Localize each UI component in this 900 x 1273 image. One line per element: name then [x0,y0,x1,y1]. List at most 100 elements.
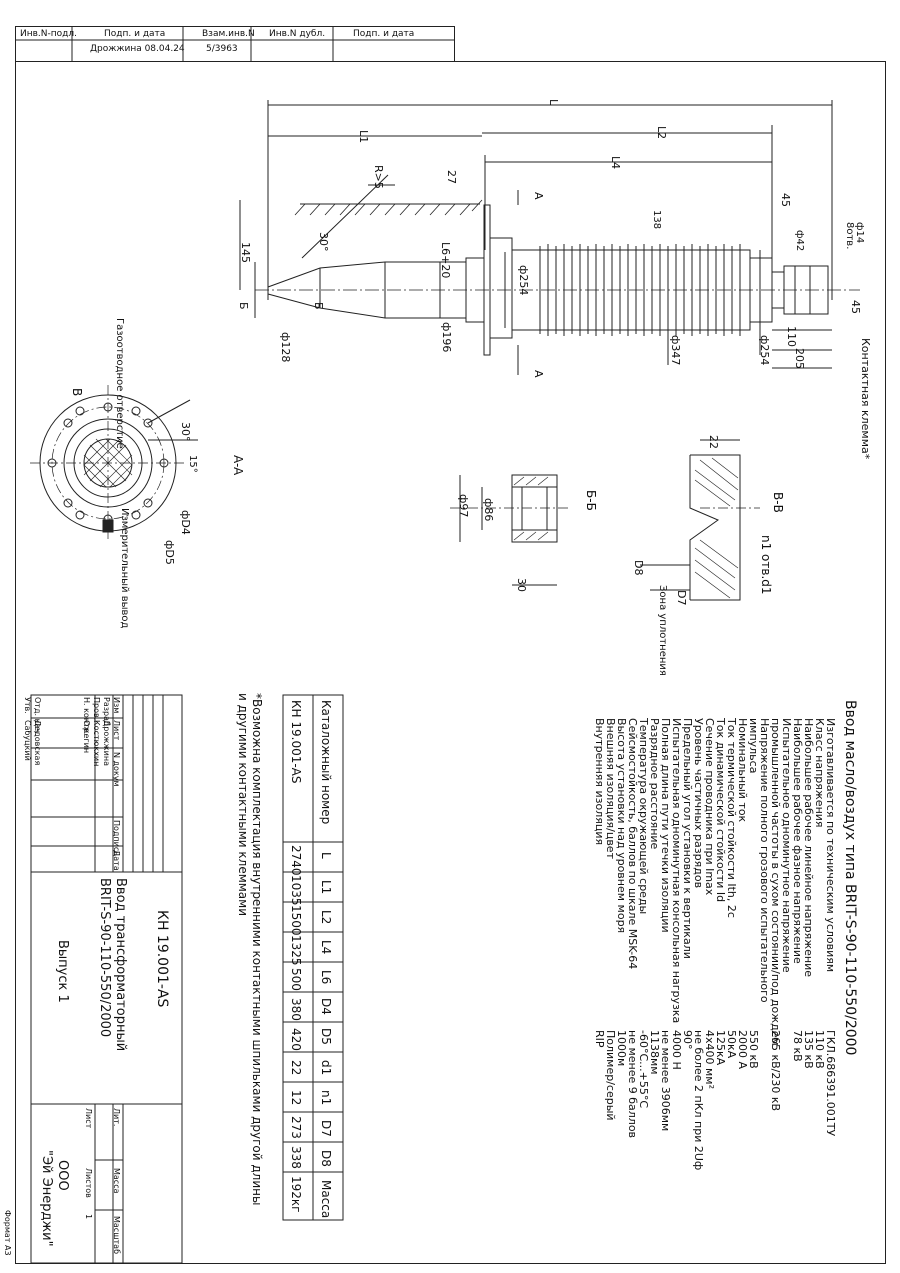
view-bb-phi97: ф97 [457,494,470,518]
meas-output-label: Измерительный вывод [119,508,130,629]
table-cell-L4: 1325 [289,935,303,966]
tb-company-2: "Эй Энерджи" [39,1150,54,1247]
gas-vent-label: Газоотводное отверстие [114,318,125,449]
spec-val-12: не более 2 пКл при 2Uф [692,1030,705,1171]
table-header-L: L [319,852,333,859]
table-cell-L1: 1035 [289,875,303,906]
table-cell-L: 2740 [289,845,303,876]
view-vv-D7: D7 [675,590,688,606]
dim-138: 138 [651,210,662,230]
view-vv-n1: n1 отв.d1 [759,535,773,595]
table-header-D8: D8 [319,1150,333,1167]
table-header-D4: D4 [319,998,333,1015]
table-header-n1: n1 [319,1090,333,1106]
section-b-left: Б [237,302,250,310]
section-a-bot: A [532,370,545,378]
dim-phi42: ф42 [794,230,805,252]
insulator-sheds [539,244,741,336]
dim-phi254b: ф254 [758,335,771,366]
contact-clamp-label: Контактная клемма* [859,338,872,460]
section-a-top: A [532,192,545,200]
stamp-header-vzam: Взам.инв.N [202,29,255,39]
view-bb-30: 30 [515,578,528,592]
table-header-L6: L6 [319,970,333,985]
view-aa-B: В [70,388,84,397]
dim-45-top: 45 [779,193,792,207]
stamp-header-sign: Подп. и дата [104,29,166,39]
dim-L4: L4 [609,156,622,170]
dim-205: 205 [793,348,806,369]
table-header-L1: L1 [319,880,333,895]
spec-val-5: 265 кВ/230 кВ [769,1030,782,1112]
spec-val-3: 78 кВ [791,1030,804,1062]
table-cell-D8: 338 [289,1146,303,1169]
dim-30deg: 30° [317,232,330,252]
dim-8otv: 8отв. [844,222,855,250]
tb-massa: Масса [112,1168,121,1194]
tb-name-1: Костюкхин [92,720,101,767]
tb-listov: Листов [84,1168,93,1198]
table-cell-D4: 380 [289,998,303,1021]
view-aa-15: 15° [187,455,198,473]
table-header-mass: Масса [319,1180,333,1219]
dim-phi196: ф196 [440,322,453,353]
top-stamp: Инв.N-подл. Подп. и дата Взам.инв.N Инв.… [15,26,455,62]
stamp-header-inv: Инв.N-подл. [20,29,77,39]
view-aa-D5: фD5 [163,540,176,565]
table-cell-D5: 420 [289,1028,303,1051]
table-header-L4: L4 [319,940,333,955]
dim-phi254a: ф254 [517,265,530,296]
format-label: Формат A3 [3,1210,12,1256]
tb-company-1: ООО [55,1160,70,1191]
view-vv-D8: D8 [632,560,645,576]
tb-product-line2: BRIT-S-90-110-550/2000 [97,878,112,1038]
stamp-value-vzam: 5/3963 [206,44,238,54]
seal-zone-label: Зона уплотнения [657,585,668,676]
view-vv-22: 22 [707,435,720,449]
table-cell-L6: 500 [289,968,303,991]
tb-name-2: Ожегин [82,720,91,754]
tb-name-0: Дрожжина [102,720,111,766]
view-aa-title: A-A [231,455,245,476]
stamp-value-sign: Дрожжина 08.04.24 [90,44,185,54]
spec-val-21: RIP [593,1030,606,1048]
view-aa-D4: фD4 [179,510,192,535]
table-cell-D7: 273 [289,1116,303,1139]
table-cell-n1: 12 [289,1090,303,1106]
dim-L2: L2 [655,126,668,140]
tb-designation: КН 19.001-AS [154,910,170,1008]
dim-27: 27 [445,170,458,184]
view-bb-title: Б-Б [584,490,598,511]
tb-head-ndoc: N докум [112,752,121,787]
stamp-header-dubl: Инв.N дубл. [269,29,326,39]
section-b-right: Б [312,302,325,310]
tb-head-list: Лист [112,720,121,741]
tb-name-4: Сабуцкий [23,720,32,761]
view-bb [450,474,570,586]
table-header-D5: D5 [319,1028,333,1045]
table-cell-mass: 192кг [289,1176,303,1213]
view-vv-title: В-В [771,492,785,513]
title-block-grid [30,694,183,1264]
tb-role-4: Утв. [23,697,32,714]
spec-title: Ввод масло/воздух типа BRIT-S-90-110-550… [842,700,858,1056]
dim-L1: L1 [357,130,370,144]
table-header-L2: L2 [319,910,333,925]
tb-lit: Лит. [112,1108,121,1127]
dim-110: 110 [785,326,798,347]
tb-head-izm: Изм [112,697,121,714]
dim-phi347: ф347 [669,335,682,366]
view-aa-30: 30° [179,422,192,442]
dim-R5: R>5 [372,165,385,189]
table-header-D7: D7 [319,1120,333,1137]
table-header-catalog: Каталожный номер [319,700,333,825]
tb-list: Лист [84,1108,93,1129]
tb-head-date: Дата [112,850,121,871]
table-header-d1: d1 [319,1060,333,1076]
footnote-line2: и другими контактными клеммами [236,693,250,917]
stamp-header-sign2: Подп. и дата [353,29,415,39]
dim-L: L [547,99,560,106]
table-cell-catalog: КН 19.001-AS [289,700,303,784]
